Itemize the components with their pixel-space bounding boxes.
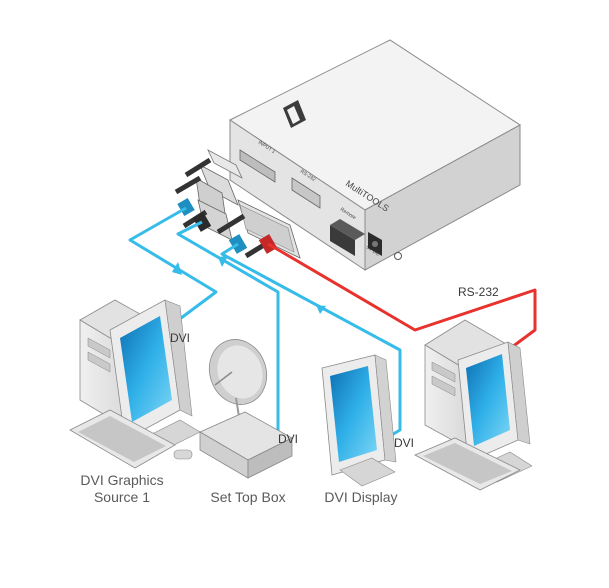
multitools-device: MultiTOOLS INPUT 1 RS-232 Remote 5V DC xyxy=(229,39,521,271)
rs232-cable xyxy=(267,242,537,352)
dvi-connector-out xyxy=(216,199,301,259)
caption-source-line1: DVI Graphics xyxy=(80,472,163,488)
satellite-dish xyxy=(208,339,268,436)
caption-settop: Set Top Box xyxy=(210,489,285,505)
kramer-logo-icon xyxy=(283,100,306,128)
rs232-label: RS-232 xyxy=(458,285,499,299)
caption-display: DVI Display xyxy=(324,489,397,505)
dvi-label-display: DVI xyxy=(394,436,414,450)
dvi-cable-display xyxy=(220,242,402,438)
control-computer xyxy=(414,319,533,491)
mouse-icon xyxy=(173,449,193,460)
source-computer xyxy=(69,299,201,469)
set-top-box xyxy=(199,411,293,479)
power-icon xyxy=(394,252,402,260)
dvi-label-source: DVI xyxy=(170,331,190,345)
remote-terminal-block xyxy=(330,219,365,256)
dvi-cable-settop xyxy=(176,220,280,444)
dvi-display xyxy=(321,354,397,487)
caption-source-line2: Source 1 xyxy=(94,489,150,505)
power-jack xyxy=(368,232,382,256)
dvi-cable-source xyxy=(128,206,218,332)
dvi-connector-1 xyxy=(174,149,243,221)
dvi-label-settop: DVI xyxy=(278,432,298,446)
